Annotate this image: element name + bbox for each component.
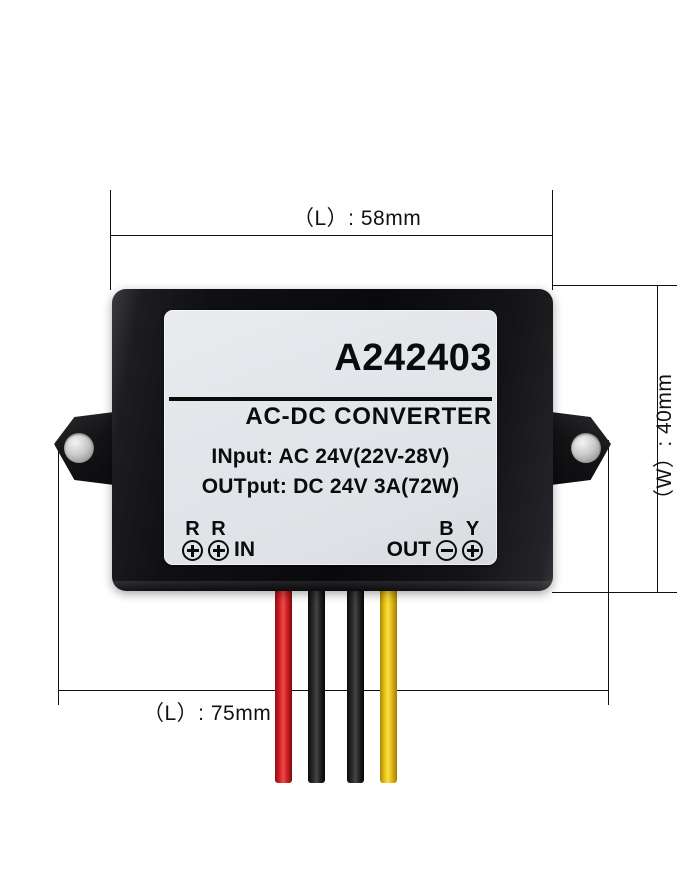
terminal-label-in: IN [234, 538, 255, 561]
wire-yellow [380, 585, 397, 783]
terminal-letter-out-2: Y [465, 518, 480, 540]
dimension-extension-line-bottom-right [608, 440, 609, 705]
terminal-group-input: R R IN [182, 519, 255, 561]
dimension-extension-line-top-right [552, 190, 553, 290]
terminal-letter-out-1: B [439, 518, 454, 540]
dimension-line-length-top [110, 235, 552, 236]
dimension-line-width-right [657, 285, 658, 592]
plus-icon [462, 540, 483, 561]
dimension-label-width-right: （W）: 40mm [653, 373, 676, 510]
dimension-label-length-top: （L）: 58mm [293, 207, 422, 230]
mounting-hole-right [571, 433, 601, 463]
terminal-group-output: OUT B Y [387, 519, 483, 561]
plus-icon [182, 540, 203, 561]
converter-case: A242403 AC-DC CONVERTER INput: AC 24V(22… [112, 289, 553, 591]
dimension-extension-line-width-top [552, 285, 677, 286]
dimension-extension-line-top-left [110, 190, 111, 290]
label-divider-rule [169, 397, 492, 401]
wire-black-2 [347, 585, 364, 783]
terminal-pin-in-2: R [208, 519, 229, 561]
product-type: AC-DC CONVERTER [245, 403, 492, 430]
spec-input: INput: AC 24V(22V-28V) [211, 445, 450, 468]
wire-red [275, 585, 292, 783]
terminal-label-out: OUT [386, 538, 431, 561]
dimension-line-length-bottom [58, 690, 608, 691]
converter-device: A242403 AC-DC CONVERTER INput: AC 24V(22… [54, 289, 611, 591]
plus-icon [208, 540, 229, 561]
product-label: A242403 AC-DC CONVERTER INput: AC 24V(22… [164, 310, 497, 565]
mounting-tab-right [543, 411, 611, 486]
minus-icon [436, 540, 457, 561]
terminal-letter-in-1: R [185, 518, 200, 540]
terminal-pin-in-1: R [182, 519, 203, 561]
terminal-markings: R R IN OUT B [182, 511, 483, 561]
terminal-letter-in-2: R [211, 518, 226, 540]
terminal-pin-out-1: B [436, 519, 457, 561]
spec-output: OUTput: DC 24V 3A(72W) [201, 475, 460, 498]
mounting-hole-left [64, 433, 94, 463]
model-number: A242403 [334, 337, 492, 379]
dimension-label-length-bottom: （L）: 75mm [143, 702, 272, 725]
terminal-pin-out-2: Y [462, 519, 483, 561]
wire-black-1 [308, 585, 325, 783]
dimension-extension-line-width-bottom [552, 592, 677, 593]
dimension-extension-line-bottom-left [58, 440, 59, 705]
